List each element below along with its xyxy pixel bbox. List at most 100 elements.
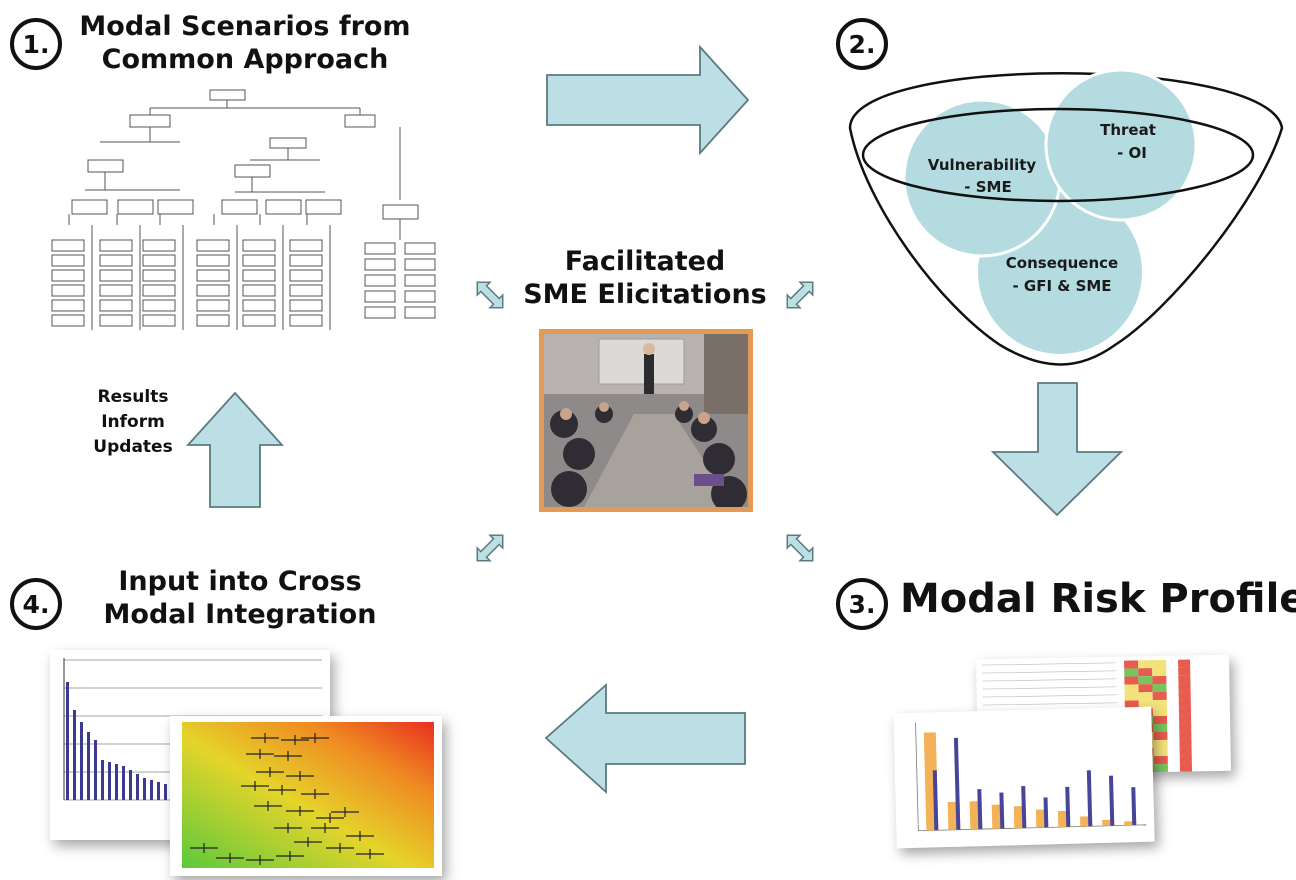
threat-circle	[1044, 68, 1198, 222]
tree-node	[364, 258, 396, 271]
tree-node	[242, 314, 276, 327]
risk-bar-blue	[1043, 797, 1049, 828]
step-1-title-line-1: Modal Scenarios from	[79, 11, 411, 42]
risk-table-cell	[1179, 731, 1192, 740]
heatmap-thumbnail	[182, 722, 434, 868]
step-4-title-line-1: Input into Cross	[118, 566, 362, 597]
risk-table-cell	[1179, 723, 1192, 732]
tree-node	[242, 269, 276, 282]
tree-node	[196, 239, 230, 252]
arrow-left-icon	[544, 683, 746, 795]
risk-table-cell	[1178, 699, 1191, 708]
tree-node	[142, 299, 176, 312]
tree-node	[382, 204, 419, 220]
tree-node	[99, 239, 133, 252]
tree-node	[269, 137, 307, 149]
pareto-bar	[129, 770, 132, 800]
vulnerability-label: Vulnerability	[928, 156, 1037, 174]
step-3-number: 3.	[836, 578, 888, 630]
step-2-number-text: 2.	[848, 29, 876, 59]
pareto-bar	[73, 710, 76, 800]
risk-table-cell	[1138, 700, 1153, 709]
tree-node	[242, 299, 276, 312]
risk-bar-blue	[953, 737, 961, 830]
pareto-bar	[101, 760, 104, 800]
risk-table-cell	[1153, 715, 1168, 725]
consequence-circle	[978, 190, 1142, 354]
center-title-line-2: SME Elicitations	[523, 279, 767, 310]
risk-table-cell	[1152, 691, 1167, 701]
risk-table-cell	[1124, 676, 1139, 685]
tree-node	[364, 242, 396, 255]
funnel-outline	[848, 72, 1284, 366]
tree-node	[404, 290, 436, 303]
pareto-bar	[136, 774, 139, 800]
risk-bar-blue	[1108, 775, 1115, 826]
heatmap-panel	[170, 716, 442, 876]
pareto-bar	[87, 732, 90, 800]
step-1-title-line-2: Common Approach	[101, 44, 389, 75]
tree-node	[51, 299, 85, 312]
risk-table-cell	[1138, 676, 1153, 685]
elicitation-photo	[539, 329, 753, 512]
tree-node	[404, 242, 436, 255]
double-arrow-icon-4	[786, 534, 814, 562]
threat-sub: - OI	[1117, 144, 1147, 162]
tree-node	[289, 269, 323, 282]
results-inform-updates: Results Inform Updates	[78, 385, 188, 460]
pareto-bar	[143, 778, 146, 800]
risk-table-cell	[1152, 675, 1167, 685]
risk-table-cell	[1138, 684, 1153, 693]
pareto-bar	[164, 784, 167, 800]
tree-root-node	[209, 89, 246, 101]
step-1-number-text: 1.	[22, 29, 50, 59]
risk-table-cell	[1179, 747, 1192, 756]
tree-node	[242, 254, 276, 267]
arrow-right-icon	[546, 44, 750, 156]
tree-node	[289, 239, 323, 252]
risk-bar-blue	[1021, 785, 1027, 829]
tree-node	[196, 284, 230, 297]
pareto-bar	[108, 762, 111, 800]
tree-node	[242, 284, 276, 297]
double-arrow-icon-1	[476, 281, 504, 309]
tree-node	[99, 269, 133, 282]
arrow-down-icon	[990, 382, 1124, 517]
risk-bar-blue	[1131, 787, 1137, 826]
tree-node	[51, 314, 85, 327]
risk-table-cell	[1153, 763, 1169, 773]
risk-table-cell	[1152, 683, 1167, 693]
pareto-bar	[66, 682, 69, 800]
tree-node	[242, 239, 276, 252]
tree-node	[117, 199, 154, 215]
consequence-label: Consequence	[1006, 254, 1118, 272]
risk-table-cell	[1178, 659, 1191, 668]
risk-bar-blue	[932, 770, 939, 831]
tree-node	[142, 269, 176, 282]
tree-node	[99, 314, 133, 327]
tree-node	[71, 199, 108, 215]
risk-table-cell	[1153, 723, 1168, 733]
tree-node	[234, 164, 271, 178]
center-title-line-1: Facilitated	[564, 246, 726, 277]
pareto-bar	[80, 722, 83, 800]
risk-bar-thumbnail	[915, 722, 1147, 832]
double-arrow-icon-3	[476, 534, 504, 562]
risk-table-cell	[1124, 700, 1139, 709]
risk-table-cell	[1124, 684, 1139, 693]
pareto-bar	[115, 764, 118, 800]
results-line-1: Results	[97, 387, 169, 407]
tree-node	[142, 254, 176, 267]
funnel-rim	[861, 107, 1255, 203]
risk-table-cell	[1153, 731, 1168, 741]
tree-node	[99, 284, 133, 297]
risk-bar-y-axis	[915, 722, 919, 831]
risk-table-cell	[1178, 683, 1191, 692]
meeting-photo-illustration	[544, 334, 748, 507]
risk-bar-blue	[1086, 770, 1093, 827]
tree-node	[196, 254, 230, 267]
vulnerability-sub: - SME	[964, 178, 1011, 196]
risk-table-text-line	[982, 670, 1117, 674]
tree-node	[364, 290, 396, 303]
step-3-title-text: Modal Risk Profiles	[900, 576, 1296, 622]
